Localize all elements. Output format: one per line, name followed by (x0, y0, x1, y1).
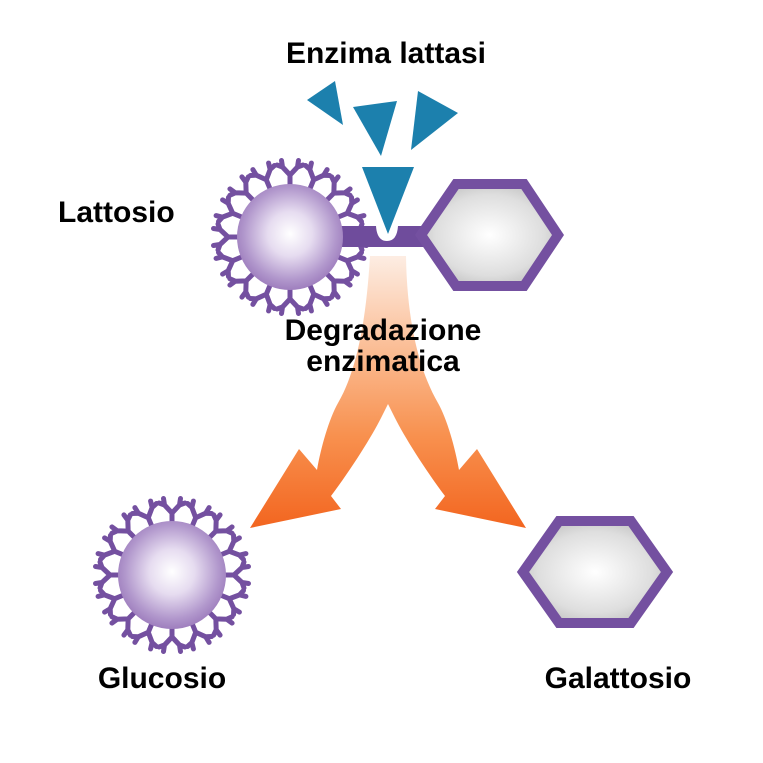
enzyme-fragment-left (307, 81, 343, 125)
lactose-molecule (214, 161, 565, 314)
glycan-spike (214, 224, 242, 250)
glucose-molecule (96, 499, 249, 652)
enzyme-fragment-middle (353, 101, 397, 156)
glycosidic-bond-bar (338, 226, 442, 247)
enzyme-main-wedge (362, 167, 414, 234)
degradation-arrow (250, 256, 526, 528)
galactose-unit-hexagon (414, 179, 565, 291)
glucose-unit-sphere (237, 184, 343, 290)
galactose-hexagon (516, 516, 674, 628)
degradation-label-line2: enzimatica (306, 345, 460, 378)
glycan-spike (277, 286, 303, 314)
enzyme-triangles (307, 81, 458, 234)
degradation-label-line1: Degradazione (285, 314, 482, 347)
galactose-label: Galattosio (545, 662, 692, 695)
enzyme-label: Enzima lattasi (286, 37, 486, 70)
glucose-label: Glucosio (98, 662, 226, 695)
lactose-label: Lattosio (58, 196, 175, 229)
enzyme-fragment-right (411, 91, 458, 150)
glucose-sphere (118, 521, 226, 629)
glycan-spike (277, 161, 303, 189)
